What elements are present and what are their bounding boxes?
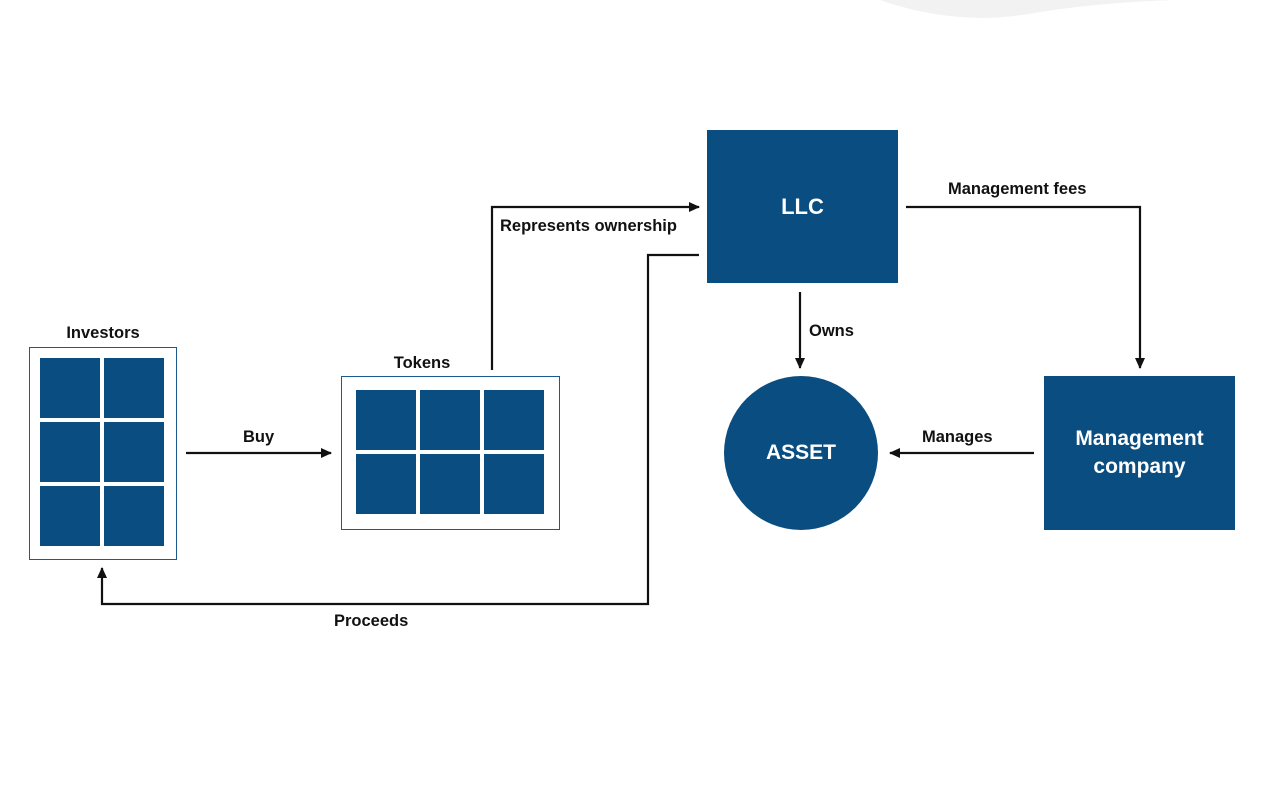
token-cell: [356, 390, 416, 450]
buy-label: Buy: [243, 428, 275, 446]
investors-label: Investors: [66, 324, 140, 342]
investor-cell: [40, 486, 100, 546]
investor-cell: [104, 486, 164, 546]
management-company-label-line2: company: [1093, 455, 1186, 478]
tokens-label: Tokens: [393, 354, 451, 372]
token-cell: [356, 454, 416, 514]
proceeds-label: Proceeds: [334, 612, 409, 630]
token-cell: [420, 390, 480, 450]
management-company-label-line1: Management: [1075, 427, 1204, 450]
manages-label: Manages: [922, 428, 993, 446]
proceeds-arrow: [97, 253, 699, 606]
management-company-node: Management company: [1044, 376, 1235, 530]
tokens-group: [341, 376, 560, 530]
llc-label: LLC: [781, 193, 824, 219]
management-fees-label: Management fees: [948, 180, 1087, 198]
llc-node: LLC: [707, 130, 898, 283]
token-cell: [484, 390, 544, 450]
investor-cell: [40, 422, 100, 482]
investor-cell: [104, 422, 164, 482]
investors-group: [29, 347, 177, 560]
token-cell: [420, 454, 480, 514]
token-cell: [484, 454, 544, 514]
investor-cell: [40, 358, 100, 418]
asset-node: ASSET: [724, 376, 878, 530]
asset-label: ASSET: [765, 441, 836, 464]
management-fees-arrow: [906, 205, 1145, 369]
represents-ownership-label: Represents ownership: [500, 217, 677, 235]
investor-cell: [104, 358, 164, 418]
owns-label: Owns: [809, 322, 854, 340]
represents-ownership-arrow: [490, 202, 700, 370]
